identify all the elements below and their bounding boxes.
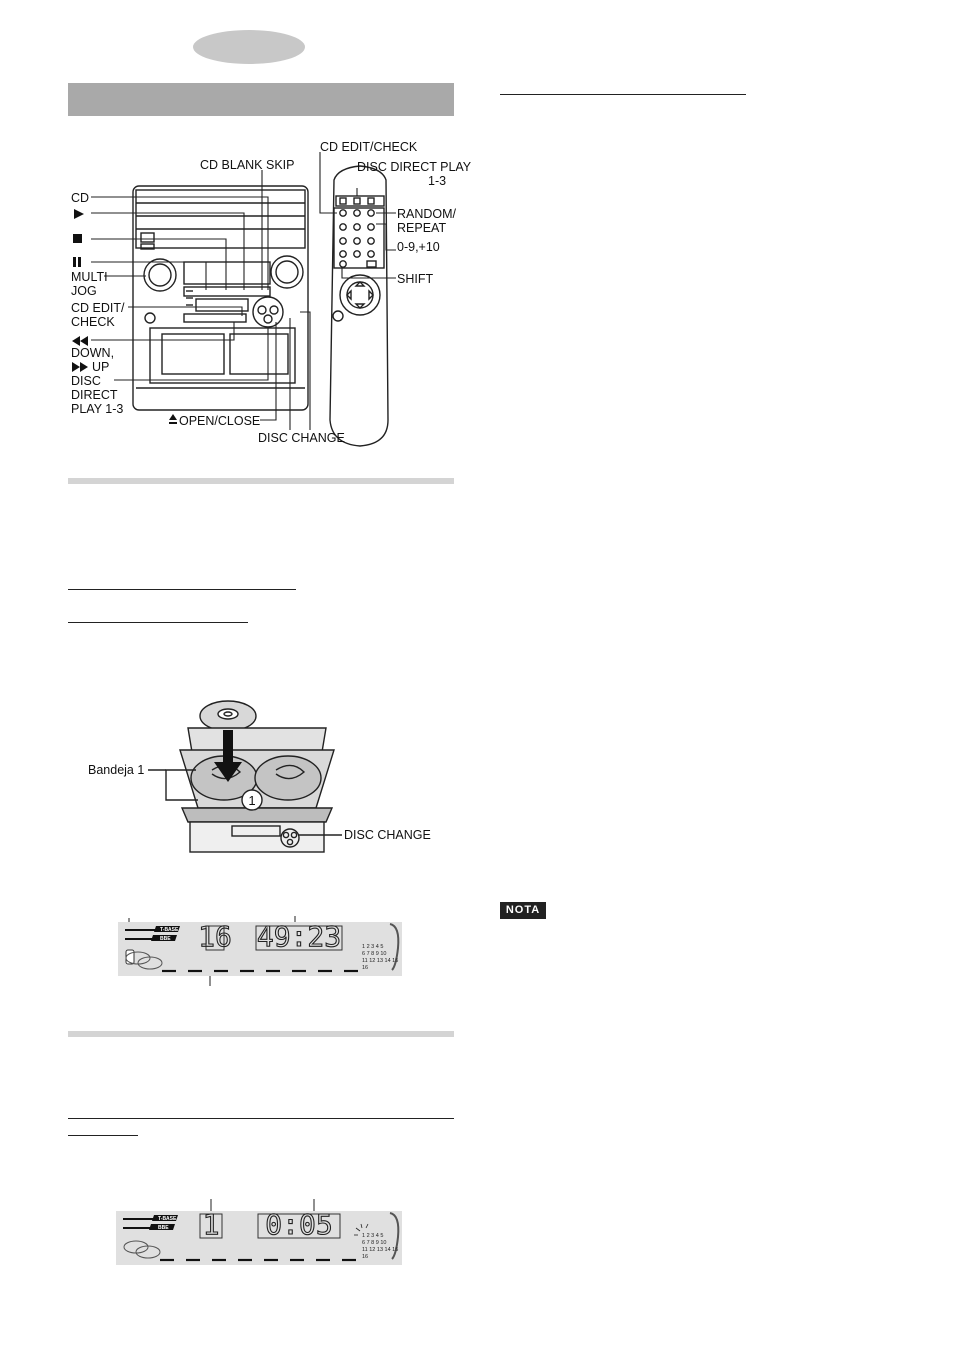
- label-cd: CD: [71, 191, 90, 205]
- label-bandeja-1: Bandeja 1: [88, 763, 145, 777]
- label-cd-edit-check-remote: CD EDIT/CHECK: [320, 140, 418, 154]
- label-repeat: REPEAT: [397, 221, 447, 235]
- svg-text:1 2 3 4 5: 1 2 3 4 5: [362, 944, 383, 950]
- label-digits: 0-9,+10: [397, 240, 440, 254]
- label-jog: JOG: [71, 284, 97, 298]
- label-random: RANDOM/: [397, 207, 457, 221]
- play-icon: [74, 209, 84, 219]
- subheading-underline: [68, 1135, 138, 1136]
- label-disc-direct-play-remote-range: 1-3: [428, 174, 447, 188]
- rewind-icon: [72, 336, 88, 346]
- disc-tray-figure: 1: [148, 700, 342, 853]
- svg-text:T-BASE: T-BASE: [160, 927, 179, 933]
- label-multi: MULTI: [71, 270, 108, 284]
- svg-text:BBE: BBE: [160, 936, 171, 942]
- subheading-underline: [68, 622, 248, 623]
- label-play-1-3: PLAY 1-3: [71, 402, 124, 416]
- svg-text:6 7 8 9 10: 6 7 8 9 10: [362, 951, 386, 957]
- tray-number: 1: [248, 793, 255, 808]
- label-check: CHECK: [71, 315, 115, 329]
- svg-text:BBE: BBE: [158, 1225, 169, 1231]
- label-disc-direct-play-remote: DISC DIRECT PLAY: [357, 160, 472, 174]
- display-1-track: 16: [198, 920, 232, 953]
- display-2-time: 0:05: [265, 1208, 332, 1241]
- controls-diagram: [72, 152, 396, 447]
- section-rule: [68, 478, 454, 484]
- lcd-display-1: T-BASE BBE 16 49:23 1 2 3 4 5 6 7 8 9 10…: [118, 916, 402, 986]
- pause-icon: [73, 257, 76, 267]
- label-disc: DISC: [71, 374, 101, 388]
- svg-text:11 12 13 14 15: 11 12 13 14 15: [362, 958, 398, 964]
- label-down: DOWN,: [71, 346, 115, 360]
- section-banner: [68, 83, 454, 116]
- lcd-display-2: T-BASE BBE 1 0:05 1 2 3 4 5 6 7 8 9 10 1…: [116, 1199, 402, 1265]
- stop-icon: [73, 234, 82, 243]
- section-rule: [68, 1031, 454, 1037]
- note-badge: NOTA: [500, 902, 546, 919]
- svg-text:6 7 8 9 10: 6 7 8 9 10: [362, 1240, 386, 1246]
- svg-text:11 12 13 14 15: 11 12 13 14 15: [362, 1247, 398, 1253]
- label-disc-change-tray: DISC CHANGE: [344, 828, 431, 842]
- svg-text:16: 16: [362, 965, 368, 971]
- svg-text:1 2 3 4 5: 1 2 3 4 5: [362, 1233, 383, 1239]
- label-shift: SHIFT: [397, 272, 434, 286]
- subheading-underline: [68, 1118, 454, 1119]
- eject-icon: [169, 414, 177, 424]
- forward-icon: [72, 362, 88, 372]
- page-tab-oval: [193, 30, 305, 64]
- label-open-close: OPEN/CLOSE: [179, 414, 261, 428]
- label-cd-edit: CD EDIT/: [71, 301, 125, 315]
- svg-text:T-BASE: T-BASE: [158, 1216, 177, 1222]
- label-up: UP: [92, 360, 110, 374]
- svg-text:16: 16: [362, 1254, 368, 1260]
- label-cd-blank-skip: CD BLANK SKIP: [200, 158, 295, 172]
- label-disc-change: DISC CHANGE: [258, 431, 345, 445]
- right-heading-underline: [500, 94, 746, 95]
- display-2-track: 1: [203, 1208, 220, 1241]
- subheading-underline: [68, 589, 296, 590]
- label-direct: DIRECT: [71, 388, 118, 402]
- display-1-time: 49:23: [257, 920, 341, 953]
